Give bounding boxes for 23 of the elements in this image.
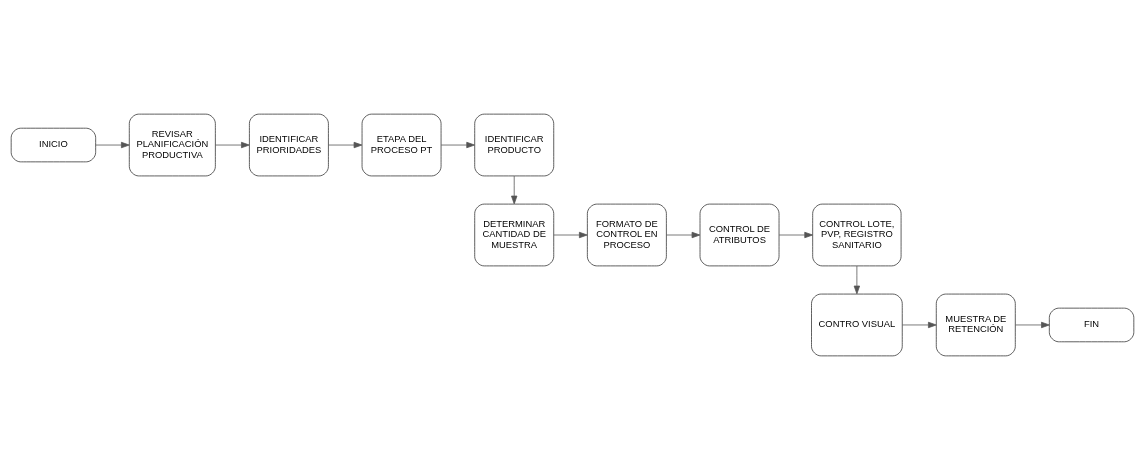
node-box: INICIO: [10, 127, 97, 162]
arrow: [778, 231, 813, 238]
arrow: [902, 321, 937, 328]
node-box: REVISAR PLANIFICACIÓN PRODUCTIVA: [128, 113, 216, 176]
node-box: ETAPA DEL PROCESO PT: [361, 113, 442, 176]
arrow: [95, 141, 130, 148]
node-box: IDENTIFICAR PRIORIDADES: [249, 113, 329, 176]
node-box: DETERMINAR CANTIDAD DE MUESTRA: [474, 203, 555, 266]
node-box: CONTROL LOTE, PVP, REGISTRO SANITARIO: [812, 203, 902, 266]
arrow: [214, 141, 250, 148]
node-box: MUESTRA DE RETENCIÓN: [935, 293, 1016, 356]
node-box: FIN: [1048, 307, 1135, 342]
arrow: [328, 141, 363, 148]
arrow: [553, 231, 588, 238]
node-box: CONTRO VISUAL: [811, 293, 903, 356]
arrow: [440, 141, 475, 148]
node-box: FORMATO DE CONTROL EN PROCESO: [586, 203, 667, 266]
arrow: [666, 231, 701, 238]
arrow: [853, 265, 860, 294]
node-box: IDENTIFICAR PRODUCTO: [474, 113, 555, 176]
node-box: CONTROL DE ATRIBUTOS: [699, 203, 780, 266]
arrow: [511, 175, 518, 204]
arrow: [1015, 321, 1050, 328]
